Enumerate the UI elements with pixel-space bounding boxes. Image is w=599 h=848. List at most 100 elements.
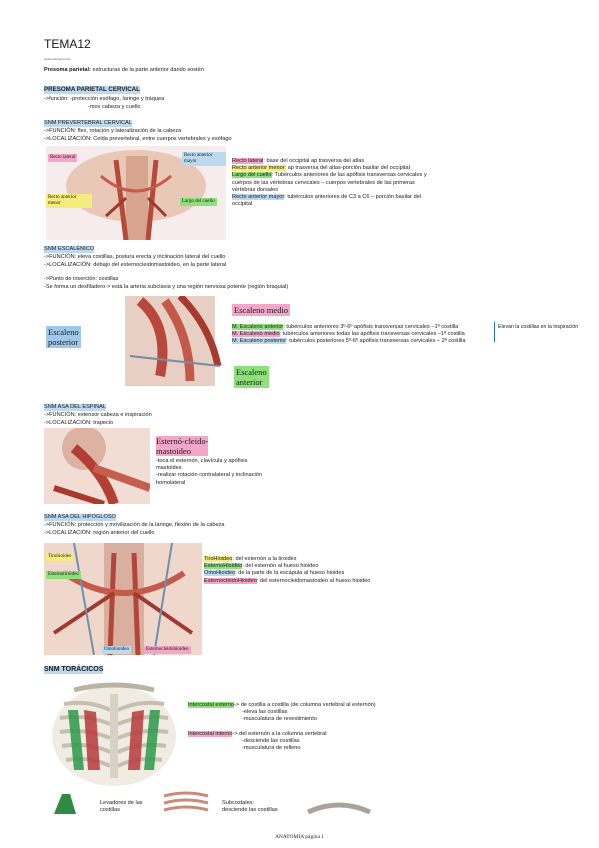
espinal-heading: SNM ASA DEL ESPINAL — [44, 404, 106, 412]
label-line: mastoideo — [156, 446, 191, 456]
note-sub: -musculatura de revestimiento — [242, 716, 317, 723]
note-text: -> de costilla a costilla (de columna ve… — [234, 702, 376, 708]
intro-text: estructuras de la parte anterior dando s… — [90, 67, 204, 73]
label-largo-cuello: Largo del cuello — [180, 198, 217, 206]
label-line: posterior — [48, 337, 79, 347]
levadores-drawing — [54, 794, 76, 814]
label-recto-lateral: Recto lateral — [48, 154, 78, 162]
espinal-notes: -toca el esternón, clavícula y apófisis … — [156, 458, 262, 487]
note-esc-medio: M. Escaleno medio: tubérculos anteriores… — [232, 331, 465, 338]
hipogloso-line-2: ->LOCALIZACIÓN: región anterior del cuel… — [44, 530, 155, 536]
escalenos-line-1: ->FUNCIÓN: eleva costillas, postura erec… — [44, 254, 226, 260]
note-esternocleidohioideo: EsternocleidoHioideo: del esternocleidom… — [204, 577, 370, 585]
label-line: anterior — [236, 377, 263, 387]
label-line: Esternó-cleido- — [156, 436, 209, 446]
note-cont: vértebras dorsales — [232, 186, 279, 193]
escalenos-side-note: Elevan la costillas en la inspiración — [498, 324, 579, 330]
cervical-line-2: -mov cabeza y cuello — [88, 104, 141, 110]
prevertebral-notes: Recto lateral: base del occipital ap tra… — [232, 158, 427, 208]
note-text: : tubérculos anteriores de C3 a C6 – por… — [284, 194, 422, 201]
note-term: Recto lateral — [232, 158, 264, 164]
note-sub: -desciende las costillas — [242, 738, 300, 745]
note-text: -> del esternón a la columna vertebral — [232, 731, 327, 737]
note-esc-posterior: M. Escaleno posterior: tubérculos poster… — [232, 338, 465, 345]
note-omohioideo: OmoHioideo: de la parte de la escápula a… — [204, 570, 370, 577]
escalenos-line-3: ->Punto de inserción: costillas — [44, 276, 119, 282]
note-term: M. Escaleno posterior — [232, 338, 287, 345]
hipogloso-illustration: Tirohioideo Esternotiroideo Omohioideo E… — [44, 543, 202, 655]
prevertebral-heading: SNM PREVERTEBRAL CERVICAL — [44, 120, 132, 128]
note-term: EsternoHioideo — [204, 563, 243, 570]
note-sub: -eleva las costillas — [242, 709, 288, 716]
note-term: Intercostal interno — [188, 731, 233, 737]
note-term: Recto anterior mayor — [232, 194, 285, 201]
note-line: -realizar rotación contralateral y incli… — [156, 472, 263, 479]
label-line: costillas — [100, 807, 120, 812]
prevertebral-line-2: ->LOCALIZACIÓN: Celda prevertebral, entr… — [44, 136, 232, 142]
label-omohioideo: Omohioideo — [102, 646, 131, 654]
label-escaleno-posterior: Escaleno posterior — [46, 326, 81, 348]
intro-bold: Presoma parietal: — [44, 67, 91, 73]
note-recto-mayor: Recto anterior mayor: tubérculos anterio… — [232, 194, 427, 201]
note-text: : de la parte de la escápula al hueso hi… — [235, 570, 345, 577]
prevertebral-illustration: Recto lateral Recto anterior mayor Recto… — [46, 146, 226, 240]
scalene-anatomy-drawing — [125, 296, 222, 386]
note-text: : del esternón a la tiroides — [232, 556, 297, 562]
subcostales-drawing — [163, 791, 209, 812]
note-term: M. Escaleno medio — [232, 331, 280, 338]
note-term: Largo del cuello — [232, 172, 272, 179]
note-line: homolateral — [156, 479, 186, 486]
page-footer: ANATOMIA página 1 — [274, 834, 325, 840]
page-title: TEMA12 — [44, 37, 91, 51]
label-line: Escaleno — [48, 327, 79, 337]
subcostales-label: Subcostales: desciende las costillas — [222, 800, 278, 811]
bottom-right-illustration — [306, 798, 372, 814]
interno-line: Intercostal interno-> del esternón a la … — [188, 731, 327, 738]
note-text: : tubérculos anteriores todas las apófis… — [279, 331, 465, 338]
cervical-line-1: ->función: -protección esófago, laringe … — [44, 96, 165, 102]
neck-anatomy-drawing — [66, 150, 206, 240]
note-line: mastoides — [156, 465, 182, 472]
escalenos-illustration: Escaleno posterior Escaleno medio — [40, 296, 230, 386]
subcostales-illustration — [160, 790, 212, 814]
intercostal-externo: Intercostal externo-> de costilla a cost… — [188, 702, 376, 724]
brace-bracket — [494, 322, 497, 342]
escalenos-line-4: -Se forma un desfiladero-> está la arter… — [44, 284, 289, 290]
label-line: Subcostales: — [222, 800, 255, 806]
label-esternotiroideo: Esternotiroideo — [46, 571, 81, 579]
espinal-line-1: ->FUNCIÓN: extensor cabeza e inspiración — [44, 412, 152, 418]
toracicos-heading: SNM TORÁCICOS — [44, 666, 104, 674]
note-esternohioideo: EsternoHioideo: del esternón al hueso hi… — [204, 563, 370, 570]
escalenos-notes: M. Escaleno anterior: tubérculos anterio… — [232, 324, 465, 346]
label-escaleno-anterior: Escaleno anterior — [234, 366, 269, 388]
note-text: : Tubérculos anteriores de las apófisis … — [271, 172, 427, 179]
hipogloso-notes: TiroHioideo: del esternón a la tiroides … — [204, 556, 370, 585]
label-recto-mayor: Recto anterior mayor — [182, 152, 226, 166]
label-esternocleidohioideo: Esternocleidohioideo — [144, 646, 191, 654]
intro-line: Presoma parietal: estructuras de la part… — [44, 67, 204, 74]
escalenos-heading: SNM ESCALÉNICO — [44, 246, 95, 254]
note-text: : ap trasversa del atlas-porción basilar… — [284, 165, 410, 172]
note-term: Recto anterior menor — [232, 165, 285, 172]
scm-anatomy-drawing — [53, 428, 150, 504]
note-largo: Largo del cuello: Tubérculos anteriores … — [232, 172, 427, 179]
label-tirohioideo: Tirohioideo — [46, 553, 74, 561]
ribcage-drawing — [52, 682, 176, 786]
note-term: M. Escaleno anterior — [232, 324, 284, 330]
note-text: : base del occipital ap trasversa del at… — [263, 158, 365, 164]
label-line: Escaleno — [236, 367, 267, 377]
note-esc-anterior: M. Escaleno anterior: tubérculos anterio… — [232, 324, 465, 331]
page-subtitle: Anatomía del tronco — [44, 57, 71, 61]
espinal-line-2: ->LOCALIZACIÓN: trapecio — [44, 420, 114, 426]
hipogloso-heading: SNM ASA DEL HIPOGLOSO — [44, 514, 116, 522]
escalenos-line-2: ->LOCALIZACIÓN: debajo del esternocleido… — [44, 262, 227, 268]
note-term: EsternocleidoHioideo — [204, 577, 257, 584]
note-tirohioideo: TiroHioideo: del esternón a la tiroides — [204, 556, 370, 563]
thorax-illustration — [44, 680, 184, 788]
levadores-label: Levadores de las costillas — [100, 800, 143, 811]
note-recto-lateral: Recto lateral: base del occipital ap tra… — [232, 158, 427, 165]
note-term: OmoHioideo — [204, 570, 236, 577]
hipogloso-line-1: ->FUNCIÓN: protección y movilización de … — [44, 522, 225, 528]
note-line: -toca el esternón, clavícula y apófisis — [156, 458, 248, 464]
cervical-heading: PRESOMA PARIETAL CERVICAL — [44, 86, 140, 94]
